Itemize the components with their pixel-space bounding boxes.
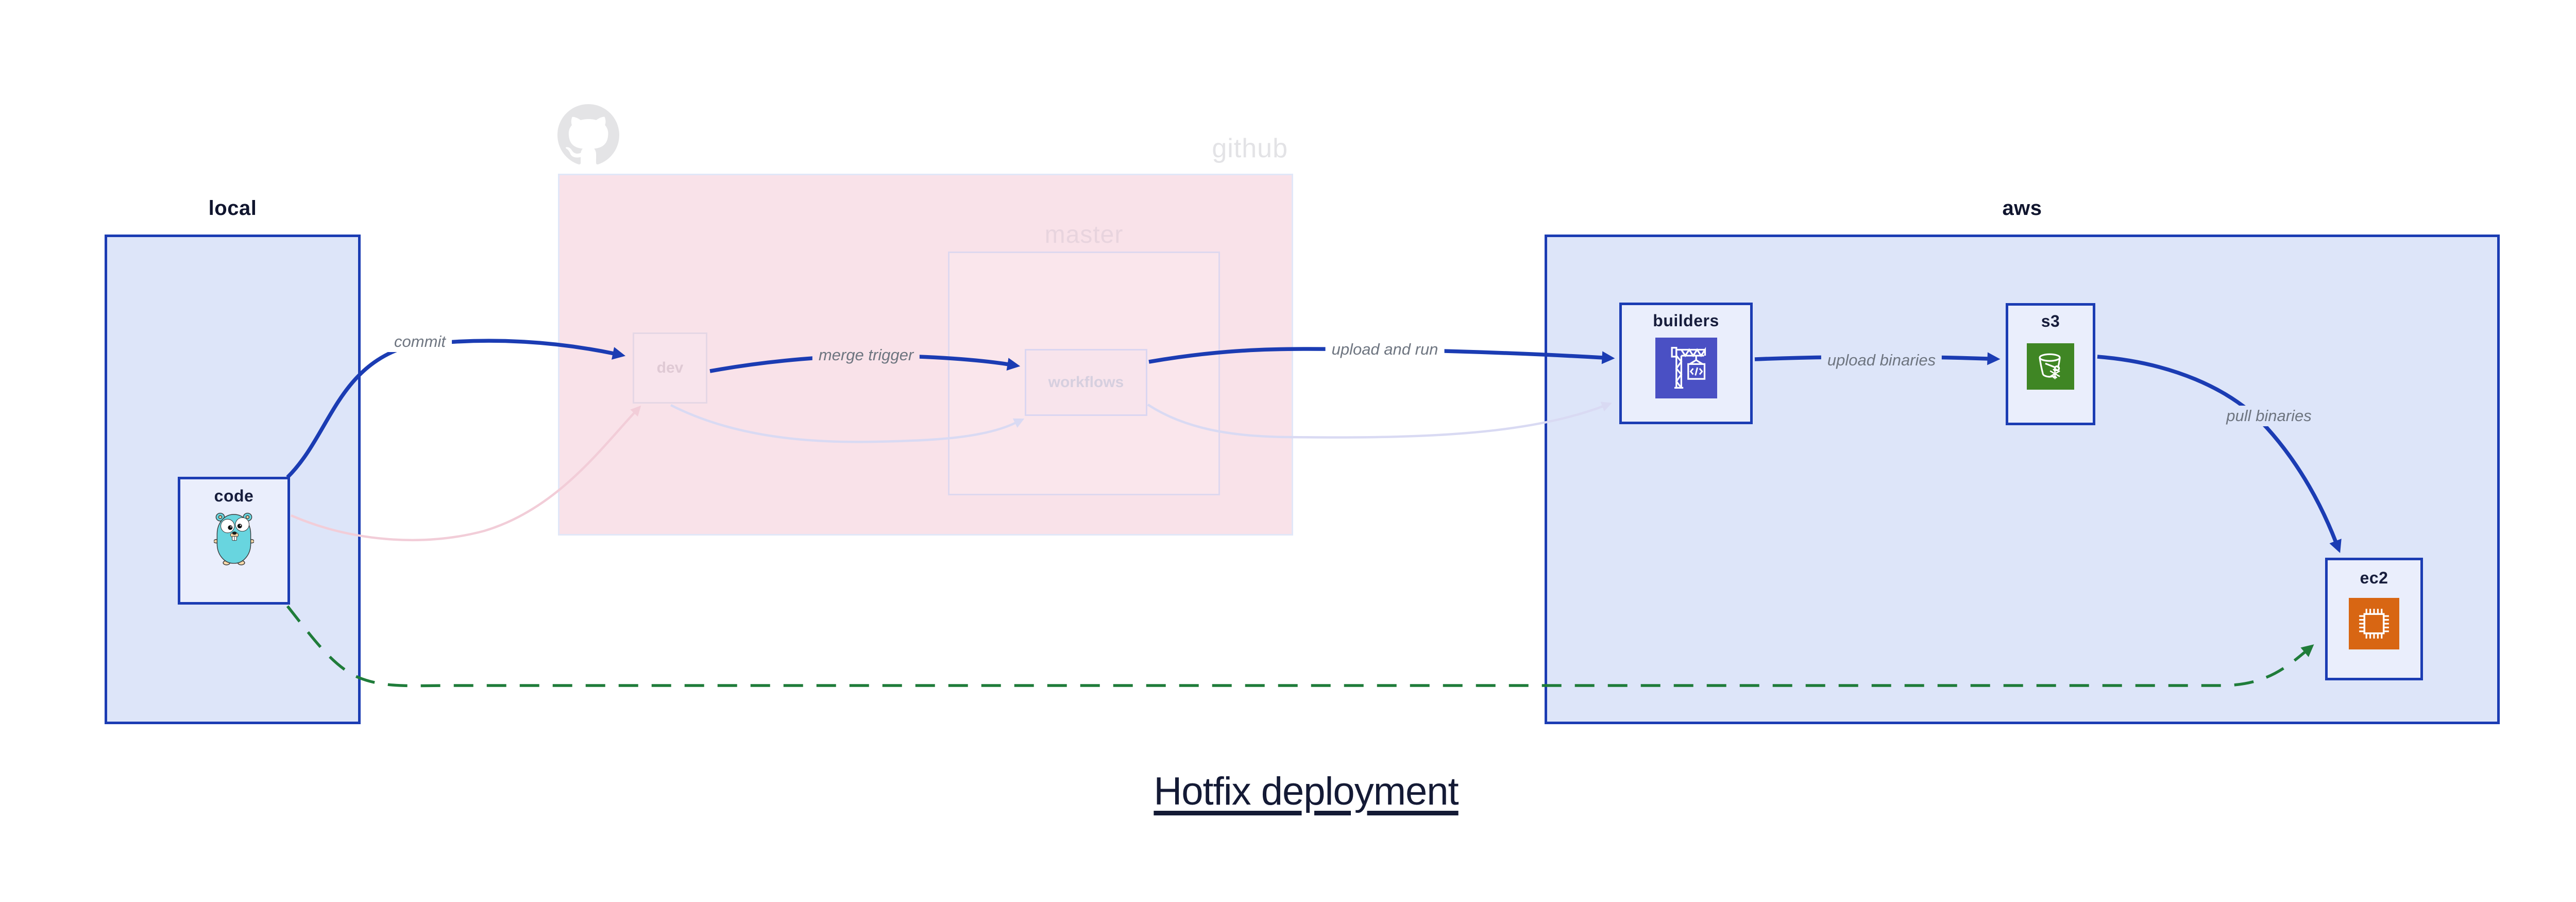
ec2-node-label: ec2 bbox=[2360, 569, 2388, 587]
node-builders: builders bbox=[1619, 303, 1753, 424]
workflows-node-label: workflows bbox=[1048, 374, 1124, 391]
node-workflows: workflows bbox=[1025, 349, 1147, 416]
diagram-title: Hotfix deployment bbox=[1154, 770, 1459, 813]
node-code: code bbox=[178, 477, 290, 605]
upload-binaries-edge-label: upload binaries bbox=[1821, 350, 1942, 371]
dev-node-label: dev bbox=[656, 359, 684, 376]
ec2-chip-icon bbox=[2349, 598, 2399, 649]
aws-group-label: aws bbox=[2002, 197, 2042, 220]
master-branch-label: master bbox=[1044, 221, 1124, 248]
code-node-label: code bbox=[214, 487, 254, 505]
pull-binaries-edge-label: pull binaries bbox=[2220, 406, 2318, 426]
node-s3: s3 bbox=[2006, 303, 2095, 425]
builders-node-label: builders bbox=[1653, 311, 1719, 330]
node-dev: dev bbox=[633, 332, 707, 404]
github-octocat-icon bbox=[557, 104, 619, 165]
local-group-label: local bbox=[208, 197, 257, 220]
node-ec2: ec2 bbox=[2325, 558, 2423, 680]
go-gopher-icon bbox=[213, 511, 255, 568]
upload-and-run-edge-label: upload and run bbox=[1325, 339, 1445, 360]
merge-trigger-edge-label: merge trigger bbox=[812, 345, 920, 365]
commit-edge-label: commit bbox=[388, 331, 452, 352]
codebuild-crane-icon bbox=[1655, 338, 1717, 398]
github-group-label: github bbox=[1212, 133, 1288, 163]
s3-node-label: s3 bbox=[2041, 312, 2060, 330]
s3-glacier-bucket-icon bbox=[2027, 343, 2074, 390]
